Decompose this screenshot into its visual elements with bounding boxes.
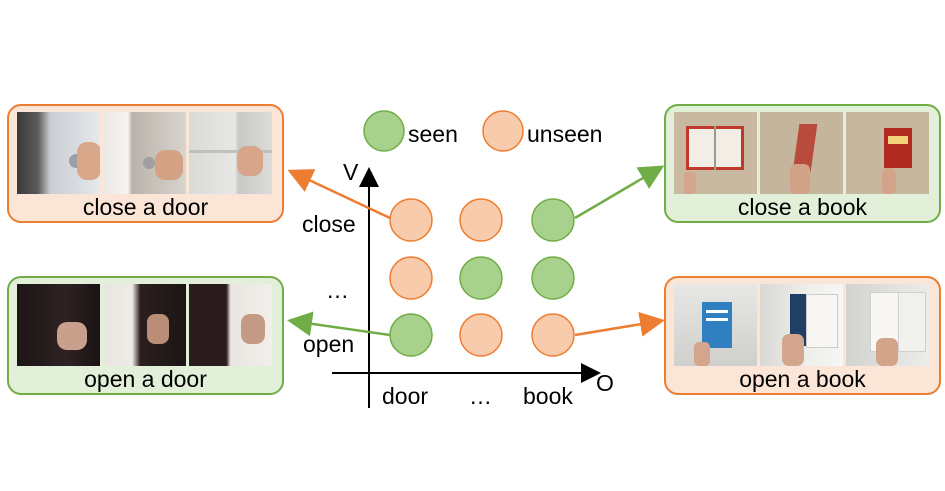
video-frames [674,284,929,366]
verb-label-open: open [303,331,355,357]
object-label-book: book [523,383,573,409]
grid-cell-unseen [459,198,503,242]
video-frames [17,284,272,366]
grid-cell-seen [389,313,433,357]
video-frame-thumbnail [846,112,929,194]
legend-unseen-marker [482,110,524,152]
video-frame-thumbnail [103,284,186,366]
video-frame-thumbnail [189,284,272,366]
video-frames [674,112,929,194]
object-label-door: door [382,383,429,409]
verb-label-ellipsis: … [326,277,349,303]
composition-grid [389,198,575,357]
video-frames [17,112,272,194]
video-frame-thumbnail [103,112,186,194]
video-frame-thumbnail [846,284,929,366]
arrow-open-door [287,311,391,337]
panel-caption: open a door [84,366,207,392]
grid-cell-seen [531,198,575,242]
legend-seen-label: seen [408,121,458,147]
grid-cell-seen [531,256,575,300]
grid-cell-seen [459,256,503,300]
object-label-ellipsis: … [469,383,492,409]
panel-close-door: close a door [7,104,284,223]
arrow-close-book [574,165,665,220]
panel-open-door: open a door [7,276,284,395]
panel-caption: open a book [739,366,866,392]
video-frame-thumbnail [17,284,100,366]
grid-cell-unseen [389,256,433,300]
video-frame-thumbnail [760,112,843,194]
panel-open-book: open a book [664,276,941,395]
grid-cell-unseen [459,313,503,357]
arrow-open-book [574,311,665,337]
video-frame-thumbnail [760,284,843,366]
panel-caption: close a door [82,194,209,220]
grid-cell-unseen [389,198,433,242]
verb-label-close: close [302,211,356,237]
legend-seen-marker [363,110,405,152]
o-axis-label: O [596,370,614,396]
video-frame-thumbnail [189,112,272,194]
panel-close-book: close a book [664,104,941,223]
video-frame-thumbnail [17,112,100,194]
v-axis-label: V [343,159,359,185]
arrow-close-door [287,169,391,220]
video-frame-thumbnail [674,284,757,366]
video-frame-thumbnail [674,112,757,194]
panel-caption: close a book [737,194,868,220]
grid-cell-unseen [531,313,575,357]
legend-unseen-label: unseen [527,121,603,147]
